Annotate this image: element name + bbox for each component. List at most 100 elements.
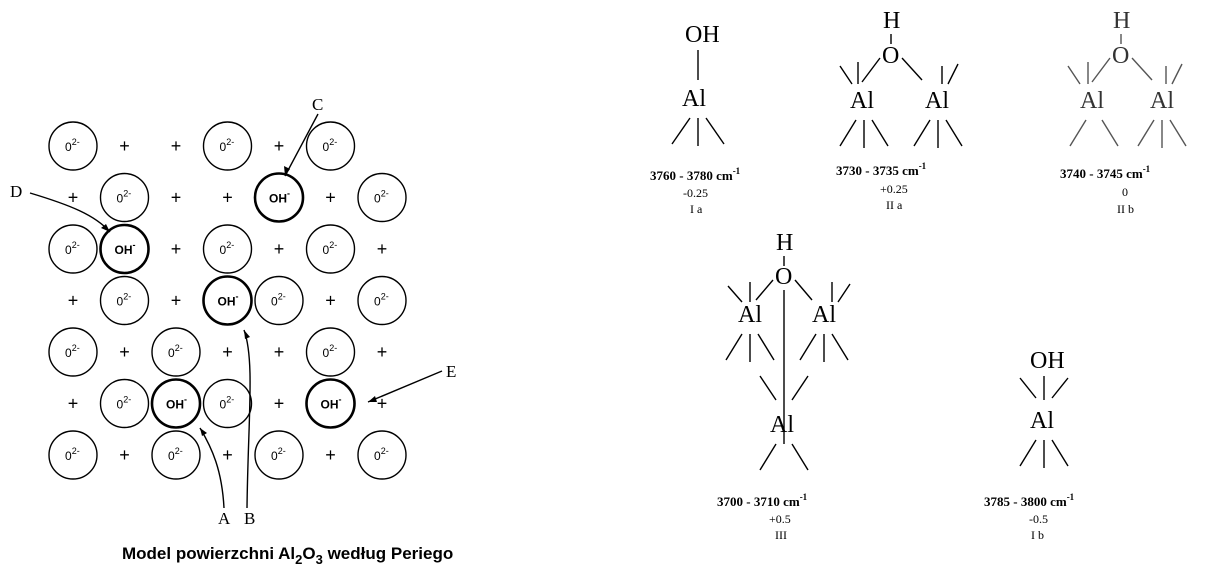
oxide-ion-label: 02- — [65, 137, 80, 154]
oxide-ion-label: 02- — [117, 292, 132, 309]
oxide-ion-circle — [48, 430, 98, 480]
oxide-ion-circle — [357, 430, 407, 480]
hydroxyl-ion-circle — [305, 378, 356, 429]
cation-plus: + — [325, 188, 336, 208]
oxide-ion-label: 02- — [374, 292, 389, 309]
svg-text:III: III — [775, 528, 787, 542]
pointer-label-a: A — [218, 509, 231, 528]
svg-text:OH: OH — [1030, 348, 1065, 374]
cation-plus: + — [274, 394, 285, 414]
cation-plus: + — [171, 291, 182, 311]
svg-text:Al: Al — [925, 88, 949, 114]
oxide-ion-label: 02- — [117, 189, 132, 206]
pointer-label-b: B — [244, 509, 255, 528]
svg-text:Al: Al — [770, 412, 794, 438]
oxide-ion-label: 02- — [117, 395, 132, 412]
oxide-ion-circle — [48, 327, 98, 377]
svg-text:-0.5: -0.5 — [1029, 512, 1048, 526]
hydroxyl-ion-circle — [202, 275, 253, 326]
svg-text:II b: II b — [1117, 202, 1134, 216]
oxide-ion-circle — [305, 121, 356, 171]
hydroxyl-ion-label: OH- — [166, 395, 187, 412]
cation-plus: + — [68, 394, 79, 414]
svg-text:+0.25: +0.25 — [880, 182, 908, 196]
structure-iii: H O Al Al Al 3700 - 3710 cm-1 +0.5 III — [717, 230, 851, 542]
svg-text:Al: Al — [1150, 88, 1174, 114]
structure-iib: H O Al Al 3740 - 3745 cm-1 0 II b — [1060, 8, 1187, 216]
svg-text:Al: Al — [682, 86, 706, 112]
hydroxyl-ion-label: OH- — [269, 189, 290, 206]
svg-text:3700 - 3710 cm-1: 3700 - 3710 cm-1 — [717, 492, 808, 509]
pointer-label-e: E — [446, 362, 456, 381]
oxide-ion-circle — [202, 121, 253, 171]
cation-plus: + — [222, 188, 233, 208]
svg-text:II a: II a — [886, 198, 903, 212]
svg-text:H: H — [883, 8, 900, 34]
cation-plus: + — [222, 342, 233, 362]
oxide-ion-label: 02- — [65, 343, 80, 360]
cation-plus: + — [377, 394, 388, 414]
cation-plus: + — [274, 239, 285, 259]
svg-text:Al: Al — [1030, 408, 1054, 434]
cation-plus: + — [119, 445, 130, 465]
pointer-label-c: C — [312, 95, 323, 114]
oxide-ion-circle — [99, 275, 150, 326]
cation-plus: + — [325, 445, 336, 465]
surface-grid: 02- + +02- +02- +02- + + OH- +02- 02- OH- +02- +02- +… — [48, 121, 407, 480]
oxide-ion-label: 02- — [168, 343, 183, 360]
oxide-ion-circle — [202, 378, 253, 429]
svg-text:3740 - 3745 cm-1: 3740 - 3745 cm-1 — [1060, 164, 1151, 181]
cation-plus: + — [325, 291, 336, 311]
oxide-ion-label: 02- — [65, 240, 80, 257]
oxide-ion-label: 02- — [65, 446, 80, 463]
svg-text:3760 - 3780 cm-1: 3760 - 3780 cm-1 — [650, 166, 741, 183]
oxide-ion-label: 02- — [323, 240, 338, 257]
oxide-ion-circle — [305, 224, 356, 274]
hydroxyl-ion-label: OH- — [115, 240, 136, 257]
cation-plus: + — [68, 188, 79, 208]
svg-text:Al: Al — [812, 302, 836, 328]
oxide-ion-circle — [99, 172, 150, 223]
svg-text:H: H — [776, 230, 793, 256]
cation-plus: + — [222, 445, 233, 465]
cation-plus: + — [119, 136, 130, 156]
structure-ib: OH Al 3785 - 3800 cm-1 -0.5 I b — [984, 348, 1075, 542]
structure-iia: H O Al Al 3730 - 3735 cm-1 +0.25 II a — [836, 8, 963, 212]
cation-plus: + — [377, 342, 388, 362]
svg-text:H: H — [1113, 8, 1130, 34]
figure-caption: Model powierzchni Al2O3 według Periego — [122, 544, 453, 567]
oxide-ion-circle — [202, 224, 253, 274]
oxide-ion-circle — [48, 224, 98, 274]
cation-plus: + — [171, 188, 182, 208]
svg-text:O: O — [882, 43, 899, 69]
svg-text:3730 - 3735 cm-1: 3730 - 3735 cm-1 — [836, 161, 927, 178]
oxide-ion-circle — [305, 327, 356, 377]
hydroxyl-ion-circle — [99, 223, 150, 275]
svg-text:I a: I a — [690, 202, 703, 216]
oxide-ion-label: 02- — [220, 137, 235, 154]
oxide-ion-label: 02- — [271, 292, 286, 309]
oxide-ion-label: 02- — [323, 343, 338, 360]
oxide-ion-circle — [151, 327, 201, 377]
hydroxyl-ion-circle — [253, 172, 305, 223]
hydroxyl-ion-circle — [150, 378, 202, 429]
pointer-arrows — [29, 113, 443, 509]
structure-ia: OH Al 3760 - 3780 cm-1 -0.25 I a — [650, 22, 741, 216]
pointer-label-d: D — [10, 182, 22, 201]
oxide-ion-circle — [48, 121, 98, 171]
oxide-ion-label: 02- — [220, 395, 235, 412]
svg-text:-0.25: -0.25 — [683, 186, 708, 200]
oxide-ion-circle — [357, 172, 407, 223]
svg-text:O: O — [1112, 43, 1129, 69]
oxide-ion-label: 02- — [168, 446, 183, 463]
oxide-ion-label: 02- — [323, 137, 338, 154]
oxide-ion-circle — [254, 275, 304, 326]
svg-text:I b: I b — [1031, 528, 1044, 542]
svg-text:Al: Al — [850, 88, 874, 114]
cation-plus: + — [171, 239, 182, 259]
hydroxyl-ion-label: OH- — [321, 395, 342, 412]
cation-plus: + — [171, 136, 182, 156]
cation-plus: + — [274, 342, 285, 362]
oxide-ion-label: 02- — [374, 446, 389, 463]
svg-text:OH: OH — [685, 22, 720, 48]
